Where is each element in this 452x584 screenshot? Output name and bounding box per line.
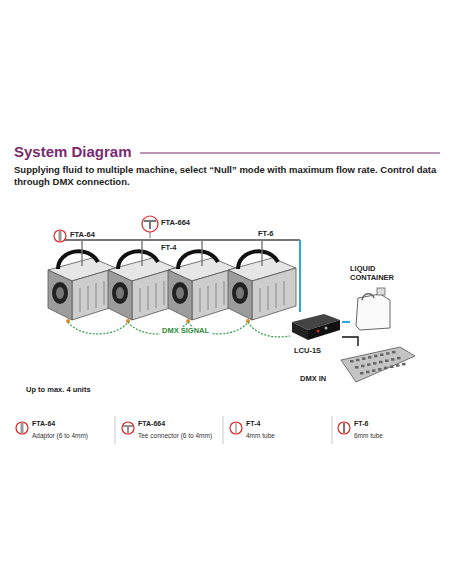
legend-icons [343, 423, 345, 433]
connector [342, 337, 358, 346]
console-key [397, 357, 401, 360]
console-key [396, 364, 400, 367]
ft4-tubes [141, 240, 142, 266]
console-key [356, 359, 360, 362]
fitting-icons [150, 232, 151, 238]
console-key [380, 354, 384, 357]
fog-machines [48, 251, 296, 323]
dmx-wires [68, 322, 128, 334]
fitting-icons [144, 221, 156, 229]
legend-code: FT-4 [246, 420, 260, 427]
legend-code: FT-6 [354, 420, 368, 427]
console-key [367, 363, 371, 366]
legend-separators [115, 416, 332, 444]
console-key [366, 371, 370, 374]
part-label: FTA-664 [161, 219, 190, 228]
device-label: LIQUID CONTAINER [350, 264, 402, 282]
console-key [392, 351, 396, 354]
fitting-icons [54, 230, 66, 242]
console-key [350, 360, 354, 363]
jug-icon [350, 286, 396, 332]
console-key [384, 367, 388, 370]
console-key [360, 372, 364, 375]
console-key [361, 365, 365, 368]
ft4-tubes [81, 240, 82, 266]
console-body [341, 347, 415, 382]
ft4-tubes [201, 240, 202, 266]
dmx-wires [248, 322, 290, 337]
console-icon [340, 346, 416, 384]
jug-cap [377, 288, 385, 295]
legend-code: FTA-664 [138, 420, 165, 427]
console-key [374, 355, 378, 358]
part-label: FT-4 [161, 244, 176, 253]
legend-icons [21, 423, 24, 433]
legend-code: FTA-64 [32, 420, 55, 427]
legend-icons [123, 426, 133, 433]
console-key [391, 358, 395, 361]
liquid-container: LIQUID CONTAINER [350, 264, 402, 332]
lcu-led [317, 330, 320, 333]
part-label: FTA-64 [70, 231, 95, 240]
console-key [373, 362, 377, 365]
console-key [402, 363, 406, 366]
legend-separators [115, 416, 116, 444]
dmx-wires [68, 322, 290, 337]
caption: Supplying fluid to multiple machine, sel… [14, 164, 439, 188]
legend-icons [236, 423, 237, 433]
legend-icons [230, 422, 242, 434]
jug-handle [362, 294, 374, 300]
console-key [385, 360, 389, 363]
dmx-console: DMX IN [300, 346, 416, 386]
legend-icons [16, 422, 28, 434]
legend-icons [338, 422, 350, 434]
console-key [368, 356, 372, 359]
legend-separators [332, 416, 333, 444]
part-label: 4mm tube [246, 432, 275, 439]
lcu-knob [325, 327, 328, 330]
ft6-tube [64, 239, 300, 241]
connector [342, 321, 350, 323]
ft4-tubes [261, 240, 262, 266]
device-label: LCU-1S [294, 346, 321, 355]
device-label: DMX IN [300, 374, 326, 383]
console-key [378, 368, 382, 371]
console-key [372, 369, 376, 372]
title: System Diagram [14, 143, 132, 160]
part-label: Up to max. 4 units [26, 386, 91, 395]
lcu-box [290, 312, 342, 342]
legend-separators [223, 416, 224, 444]
fitting-icons [54, 216, 158, 242]
part-label: Tee connector (6 to 4mm) [138, 432, 212, 439]
lcu-side [308, 320, 340, 340]
supply-tube [299, 240, 301, 312]
part-label: Adaptor (6 to 4mm) [32, 432, 88, 439]
console-key [362, 357, 366, 360]
title-rule [140, 153, 440, 154]
fitting-icons [59, 231, 62, 241]
ft4-tubes [82, 240, 262, 266]
fitting-icons [142, 216, 158, 232]
part-label: 6mm tube [354, 432, 383, 439]
jug-body [356, 294, 390, 330]
lcu-front [292, 322, 308, 340]
console-key [390, 366, 394, 369]
lcu-unit: LCU-1S [290, 312, 342, 342]
console-key [379, 361, 383, 364]
legend-icons [122, 422, 134, 434]
console-key [386, 352, 390, 355]
part-label: FT-6 [258, 230, 273, 239]
part-label: DMX SIGNAL [160, 327, 211, 336]
console-key [355, 366, 359, 369]
